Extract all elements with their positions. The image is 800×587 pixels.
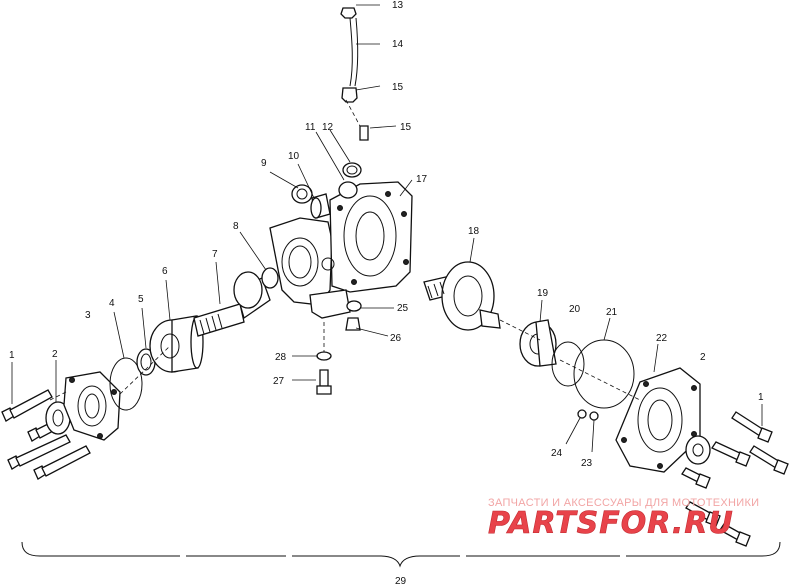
right-cover-group [577, 367, 789, 547]
callout-6: 6 [162, 266, 168, 277]
washer-28 [316, 351, 332, 361]
ring-12 [342, 162, 362, 178]
callout-18: 18 [468, 226, 480, 237]
pin-24 [577, 409, 587, 419]
callout-4: 4 [109, 298, 115, 309]
washer-25 [346, 300, 362, 312]
callout-29: 29 [395, 576, 407, 587]
callout-26: 26 [390, 333, 402, 344]
bolt-left-1 [1, 389, 53, 422]
callout-28: 28 [275, 352, 287, 363]
bolt-right-6 [719, 523, 751, 547]
left-cover-group [1, 348, 156, 480]
callout-24: 24 [551, 448, 563, 459]
bolt-left-3 [7, 434, 71, 470]
bolt-right-1 [731, 411, 773, 443]
callout-15-top: 15 [392, 82, 404, 93]
ring-gear-18 [423, 261, 501, 331]
callout-2-right: 2 [700, 352, 706, 363]
watermark-logo: PARTSFOR.RU [488, 506, 734, 541]
bearing-6 [149, 315, 204, 373]
callout-14: 14 [392, 39, 404, 50]
callout-1-left: 1 [9, 350, 15, 361]
watermark-tagline: ЗАПЧАСТИ И АКСЕССУАРЫ ДЛЯ МОТОТЕХНИКИ [488, 497, 759, 509]
callout-25: 25 [397, 303, 409, 314]
callout-19: 19 [537, 288, 549, 299]
callout-1-right: 1 [758, 392, 764, 403]
left-cover-3 [63, 371, 121, 441]
bolt-right-4 [681, 467, 711, 489]
assembly-brace [21, 541, 781, 568]
watermark: ЗАПЧАСТИ И АКСЕССУАРЫ ДЛЯ МОТОТЕХНИКИ PA… [488, 497, 759, 541]
callout-20: 20 [569, 304, 581, 315]
callout-27: 27 [273, 376, 285, 387]
right-cover-22 [615, 367, 701, 473]
callout-3: 3 [85, 310, 91, 321]
callout-11: 11 [305, 122, 316, 133]
bolt-right-2 [711, 441, 751, 467]
leader-lines [11, 4, 763, 453]
callout-8: 8 [233, 221, 239, 232]
o-ring-21 [573, 339, 635, 409]
seal-8 [261, 267, 279, 289]
ring-11 [338, 181, 358, 199]
callout-9: 9 [261, 158, 267, 169]
o-ring-4 [109, 357, 143, 411]
callout-21: 21 [606, 307, 618, 318]
callout-7: 7 [212, 249, 218, 260]
pinion-shaft-7 [193, 271, 271, 337]
plugs-group [316, 300, 362, 395]
callout-12: 12 [322, 122, 334, 133]
housing-small-parts [291, 125, 369, 219]
callout-22: 22 [656, 333, 668, 344]
pin-23 [589, 411, 599, 421]
plug-26 [345, 317, 361, 331]
breather-assembly [340, 7, 359, 103]
bolt-right-5 [685, 501, 721, 527]
callout-labels: 1 2 3 4 5 6 7 8 9 10 11 12 13 14 15 15 1… [9, 0, 764, 587]
bolt-27 [319, 369, 329, 387]
callout-17: 17 [416, 174, 428, 185]
callout-10: 10 [288, 151, 300, 162]
callout-15: 15 [400, 122, 412, 133]
callout-2-left: 2 [52, 349, 58, 360]
seal-2-right [685, 435, 711, 465]
pin-15 [359, 125, 369, 141]
bolt-right-3 [749, 445, 789, 475]
o-ring-20 [551, 341, 585, 387]
bolt-left-4 [33, 445, 91, 480]
gear-housing-17 [269, 181, 413, 319]
callout-5: 5 [138, 294, 144, 305]
callout-13: 13 [392, 0, 404, 11]
callout-23: 23 [581, 458, 593, 469]
